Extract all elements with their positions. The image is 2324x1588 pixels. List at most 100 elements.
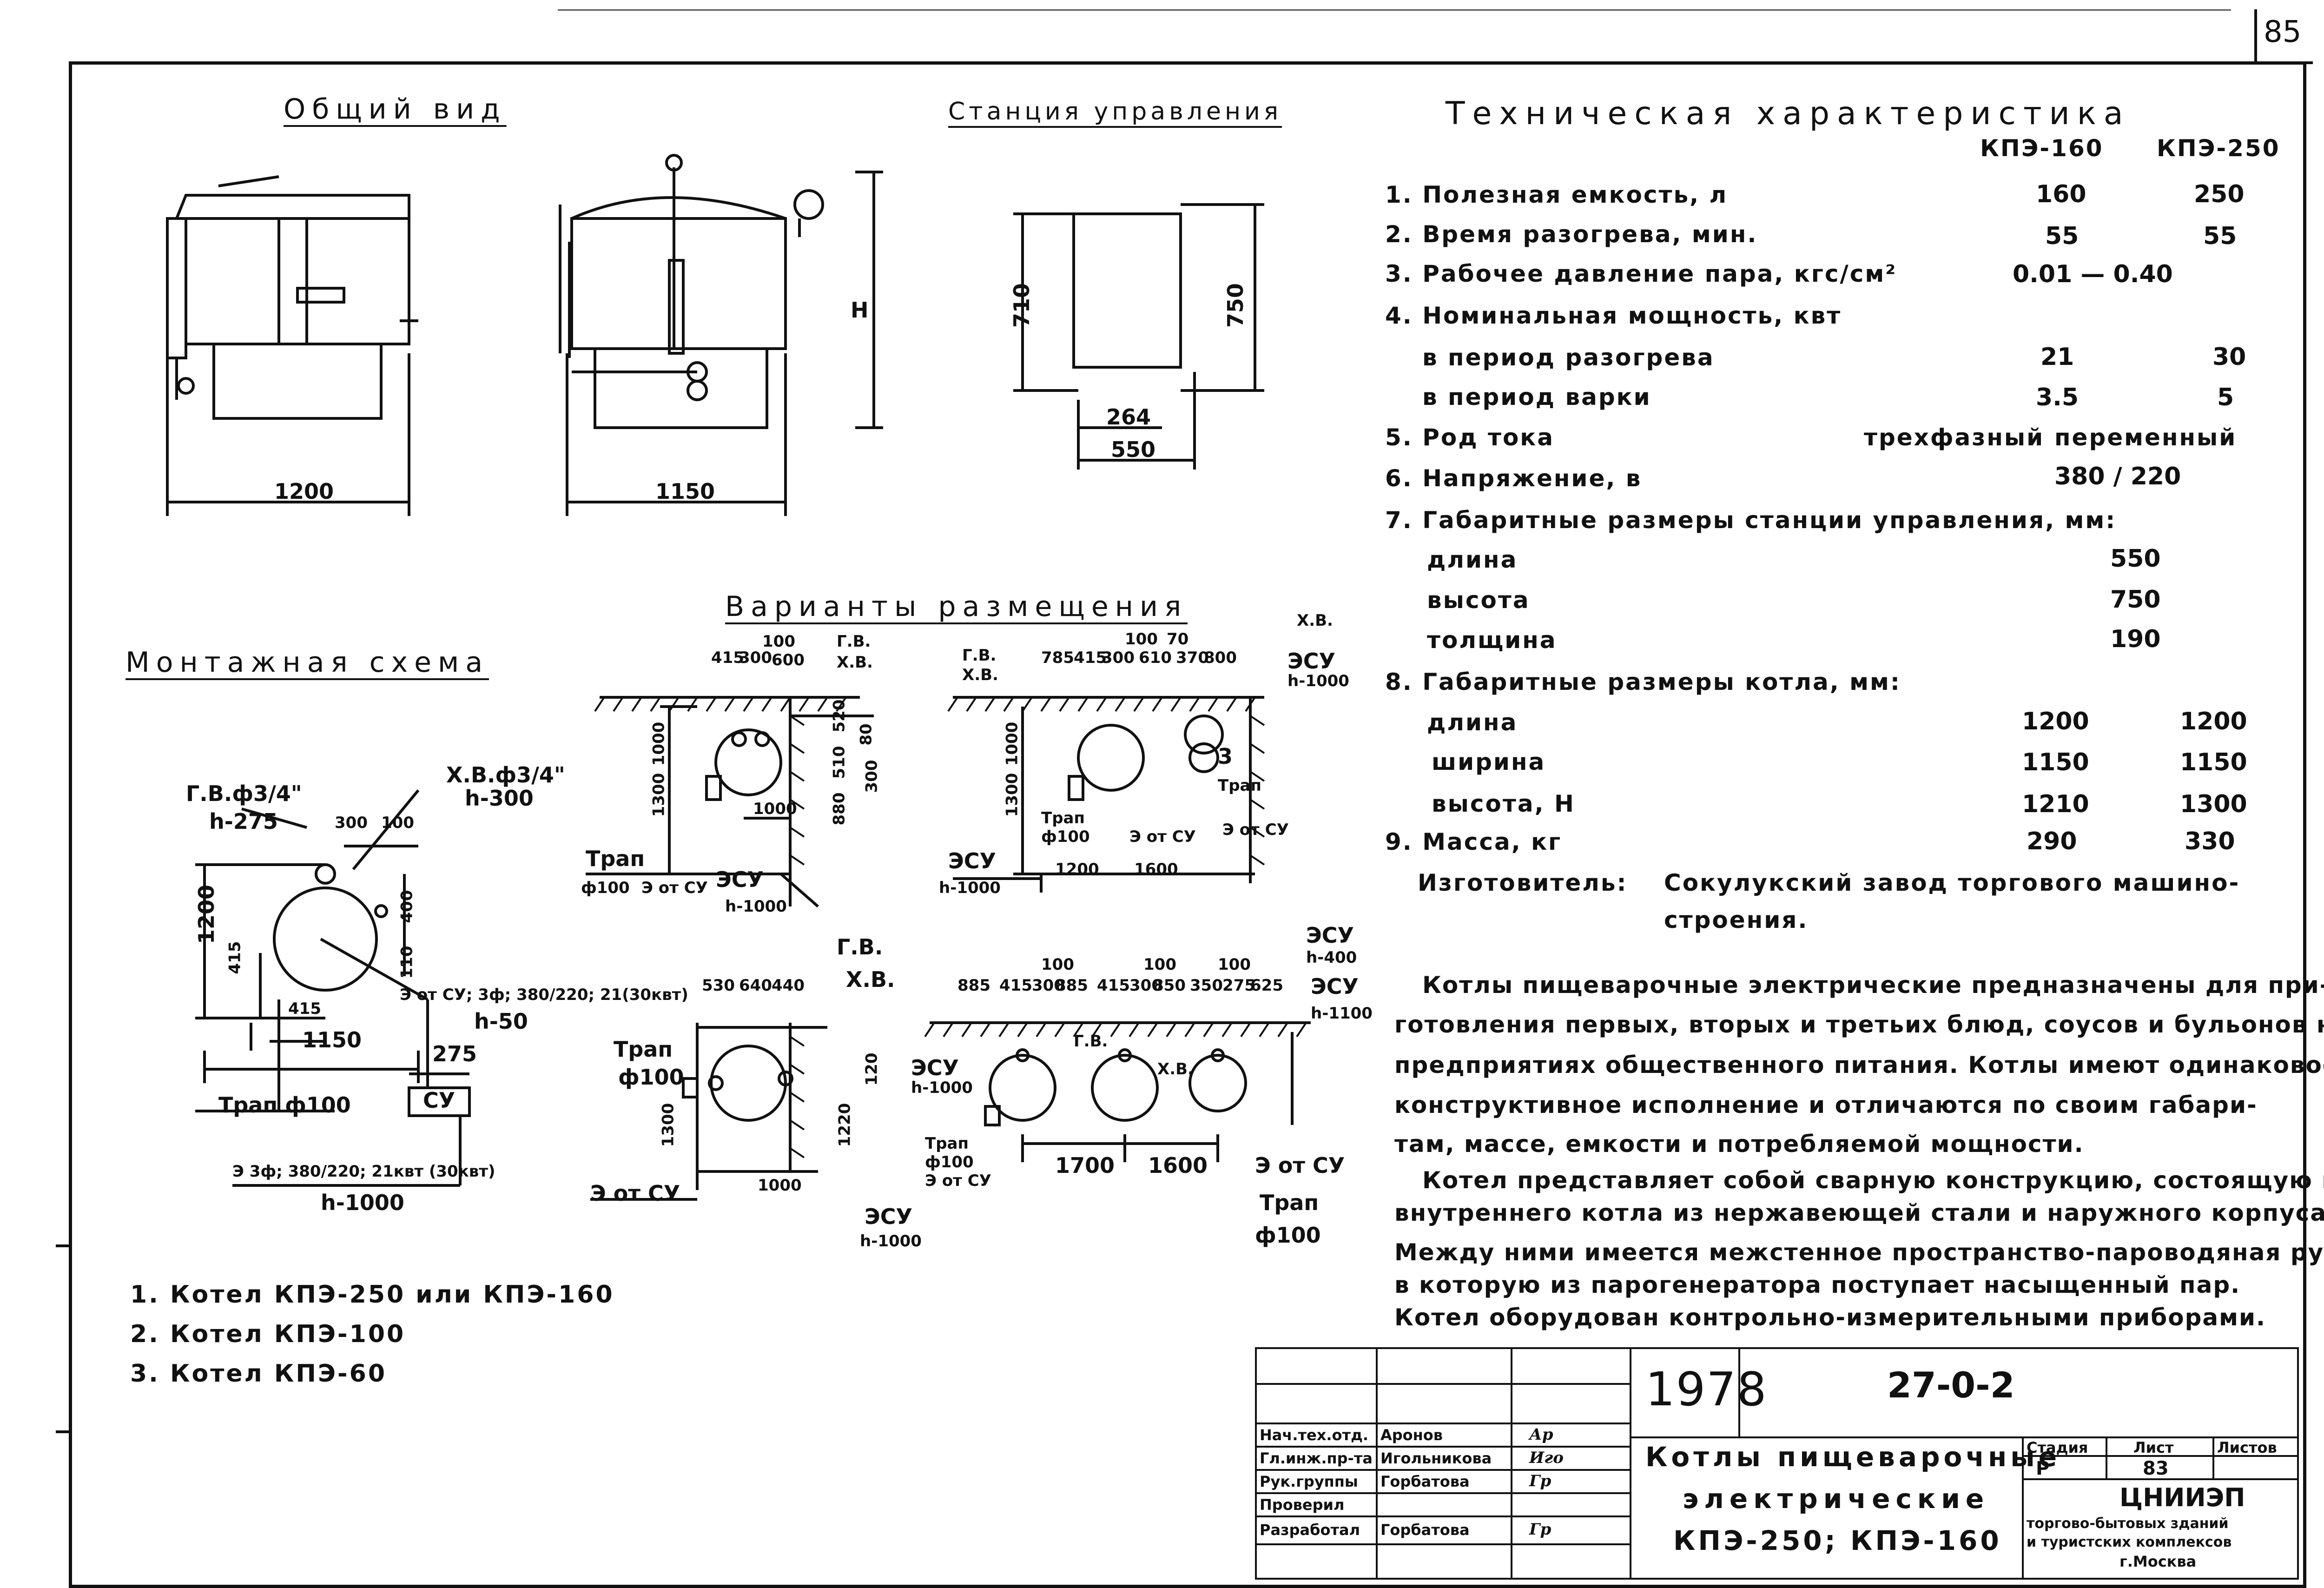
variant-b-esu-height: h-1000 <box>1287 672 1349 690</box>
spec-row-value-2: 330 <box>2185 827 2235 855</box>
variant-b-esu-2-height: h-1000 <box>939 879 1001 897</box>
mounting-xv-height: h-300 <box>465 786 534 811</box>
page-number-box <box>2254 9 2313 64</box>
variant-d-dim: 625 <box>1250 976 1283 995</box>
control-station-drawing <box>1013 203 1264 470</box>
spec-row-value-1: 55 <box>2045 222 2079 250</box>
variant-a-dim: 100 <box>762 632 795 651</box>
variant-d-dim: 100 <box>1143 955 1176 974</box>
variant-c-power: Э от СУ <box>590 1181 680 1206</box>
organization-line-3: и туристских комплексов <box>2027 1534 2232 1550</box>
spec-row-value-1: 1200 <box>2022 708 2089 735</box>
spec-row-value-2: переменный <box>2054 424 2237 451</box>
variant-d-drawing <box>930 1021 1311 1162</box>
variant-a-drain: Трап <box>586 846 645 871</box>
variant-d-dim: 1700 <box>1055 1153 1115 1178</box>
mounting-dim: 400 <box>397 890 416 923</box>
variant-d-drain-2: Трап <box>1260 1190 1319 1215</box>
variant-b-drain-2: Трап <box>1218 776 1261 795</box>
mounting-dim: 100 <box>381 814 414 832</box>
spec-row-label: 4. Номинальная мощность, квт <box>1385 302 1842 329</box>
variant-c-esu: ЭСУ <box>865 1204 912 1229</box>
role-label: Гл.инж.пр-та <box>1260 1449 1373 1467</box>
variant-c-dim: 120 <box>862 1052 881 1086</box>
mounting-dim: 1200 <box>194 884 219 945</box>
description-line: Между ними имеется межстенное пространст… <box>1394 1239 2324 1266</box>
mounting-gv-height: h-275 <box>209 809 278 834</box>
variant-b-dim: 610 <box>1139 648 1172 667</box>
title-block-divider <box>1511 1347 1512 1580</box>
spec-row-label: 8. Габаритные размеры котла, мм: <box>1385 668 1901 695</box>
role-signature: Иго <box>1529 1449 1564 1467</box>
variant-c-dim: 530 <box>702 976 735 995</box>
variant-b-drain: Трап <box>1041 809 1085 827</box>
station-dim-h2: 750 <box>1223 283 1248 328</box>
variant-a-drain-diameter: ф100 <box>581 879 630 897</box>
role-name: Горбатова <box>1380 1473 1470 1490</box>
variant-d-dim: 885 <box>957 976 990 995</box>
variant-a-dim: 300 <box>739 648 772 667</box>
mounting-dim: 300 <box>335 814 368 832</box>
sheet-label: Лист <box>2133 1439 2174 1456</box>
station-dim-w1: 264 <box>1106 404 1151 430</box>
variant-a-dim: 1300 <box>649 773 668 817</box>
role-label: Проверил <box>1260 1496 1345 1514</box>
variant-a-dim: 415 <box>711 648 744 667</box>
spec-row-label: 1. Полезная емкость, л <box>1385 181 1728 208</box>
variant-a-dim: 880 <box>830 792 849 826</box>
title-block-divider <box>1738 1347 1740 1436</box>
boiler-side-view <box>559 154 883 516</box>
mounting-dim: 1150 <box>302 1027 362 1052</box>
variant-a-dim: 300 <box>862 760 881 793</box>
variant-d-power-2: Э от СУ <box>1255 1153 1345 1178</box>
variant-d-drain: Трап <box>925 1134 969 1153</box>
mounting-drain-label: Трап ф100 <box>218 1092 351 1118</box>
mounting-scheme-heading: Монтажная схема <box>125 646 489 679</box>
variant-a-esu: ЭСУ <box>716 867 764 892</box>
spec-col-header-2: КПЭ-250 <box>2157 135 2280 162</box>
spec-row-label: высота, Н <box>1432 790 1575 817</box>
spec-row-label: длина <box>1427 546 1518 573</box>
description-line: конструктивное исполнение и отличаются п… <box>1394 1092 2258 1118</box>
variant-d-drain-2-diameter: ф100 <box>1255 1223 1321 1248</box>
mounting-control-station: СУ <box>423 1088 456 1113</box>
variant-b-power-2: Э от СУ <box>1222 820 1289 839</box>
city: г.Москва <box>2119 1553 2197 1570</box>
variant-d-dim: 100 <box>1041 955 1074 974</box>
station-dim-h1: 710 <box>1009 283 1035 328</box>
variant-b-dim: 100 <box>1125 630 1158 648</box>
variant-d-dim: 275 <box>1222 976 1255 995</box>
stage-label: Стадия <box>2027 1439 2088 1456</box>
role-signature: Гр <box>1529 1520 1552 1539</box>
spec-row-label: 7. Габаритные размеры станции управления… <box>1385 507 2117 534</box>
title-block-divider <box>1255 1515 1631 1517</box>
description-line: Котлы пищеварочные электрические предназ… <box>1422 972 2324 999</box>
spec-row-label: длина <box>1427 709 1518 736</box>
spec-row-value-2: 5 <box>2217 384 2234 411</box>
variant-c-esu-height: h-1000 <box>860 1232 922 1251</box>
spec-row-value-1: 21 <box>2040 343 2074 371</box>
role-signature: Гр <box>1529 1472 1552 1490</box>
title-block-divider <box>1376 1347 1378 1580</box>
description-line: Котел представляет собой сварную констру… <box>1422 1167 2324 1194</box>
mounting-power-line: Э 3ф; 380/220; 21квт (30квт) <box>232 1162 495 1181</box>
variant-d-dim: 885 <box>1055 976 1088 995</box>
variant-a-power: Э от СУ <box>641 879 708 897</box>
title-block-divider <box>2212 1436 2214 1478</box>
mounting-power-line-height: h-1000 <box>321 1190 404 1215</box>
organization-line-2: торгово-бытовых зданий <box>2027 1515 2229 1532</box>
role-signature: Ар <box>1529 1425 1553 1444</box>
variant-b-dim: 415 <box>1074 648 1107 667</box>
variant-c-cold-water: Х.В. <box>846 967 895 992</box>
variant-a-dim: 1000 <box>753 800 797 818</box>
variant-a-hot-water: Г.В. <box>837 632 871 651</box>
spec-row-value-2: 1300 <box>2180 790 2247 818</box>
control-station-heading: Станция управления <box>948 98 1282 126</box>
spec-row-label: в период разогрева <box>1422 344 1715 371</box>
general-view-heading: Общий вид <box>284 93 507 126</box>
spec-row-value-2: 55 <box>2203 222 2237 250</box>
drawing-code: 27-0-2 <box>1887 1364 2015 1406</box>
title-block-divider <box>1255 1543 1631 1545</box>
variant-d-esu-2: ЭСУ <box>1311 974 1359 999</box>
spec-row-value-2: 250 <box>2194 180 2245 208</box>
